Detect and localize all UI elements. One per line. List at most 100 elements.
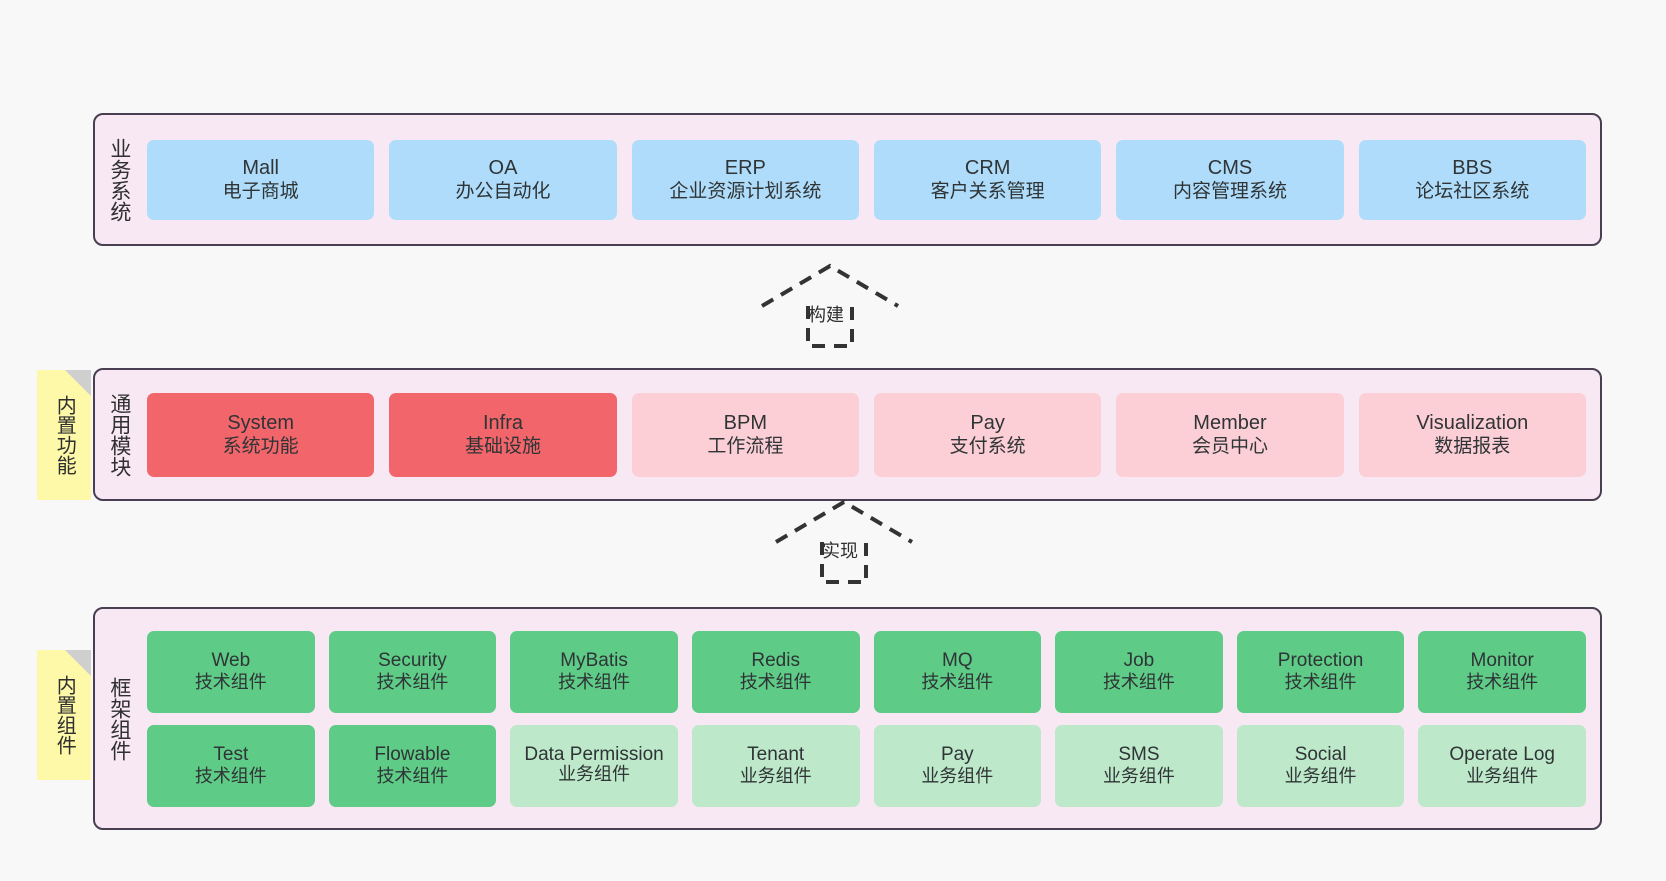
card-subtitle: 论坛社区系统 [1415,181,1530,203]
card-subtitle: 技术组件 [376,766,449,787]
card-bpm[interactable]: BPM 工作流程 [631,392,859,477]
card-pay-component[interactable]: Pay 业务组件 [873,724,1042,807]
card-subtitle: 工作流程 [707,436,784,458]
layer-title-business-systems: 业务系统 [107,137,131,222]
card-subtitle: 客户关系管理 [930,181,1045,203]
card-bbs[interactable]: BBS 论坛社区系统 [1358,139,1586,220]
card-title: Social [1294,743,1347,765]
card-title: Visualization [1416,411,1529,434]
card-row: System 系统功能 Infra 基础设施 BPM 工作流程 Pay 支付系统… [143,392,1600,477]
card-subtitle: 技术组件 [1284,672,1357,693]
card-title: ERP [724,156,766,179]
connector-implement-label: 实现 [822,541,858,561]
card-subtitle: 业务组件 [1102,766,1175,787]
card-title: CMS [1207,156,1253,179]
card-subtitle: 业务组件 [1284,766,1357,787]
card-title: MQ [942,649,973,671]
layer-common-modules[interactable]: 通用模块 System 系统功能 Infra 基础设施 BPM 工作流程 Pay… [93,368,1602,501]
card-security[interactable]: Security 技术组件 [328,630,497,713]
card-infra[interactable]: Infra 基础设施 [389,392,617,477]
card-title: Test [213,743,249,765]
card-subtitle: 会员中心 [1191,436,1268,458]
card-title: SMS [1118,743,1160,765]
card-subtitle: 支付系统 [949,436,1026,458]
card-subtitle: 业务组件 [921,766,994,787]
card-subtitle: 基础设施 [464,436,541,458]
card-title: CRM [964,156,1011,179]
connector-build-label: 构建 [808,305,844,325]
card-protection[interactable]: Protection 技术组件 [1236,630,1405,713]
card-title: Security [378,649,447,671]
card-title: System [227,411,294,434]
card-crm[interactable]: CRM 客户关系管理 [873,139,1102,220]
card-mall[interactable]: Mall 电子商城 [147,139,375,220]
card-subtitle: 技术组件 [739,672,812,693]
card-row: Web 技术组件 Security 技术组件 MyBatis 技术组件 Redi… [143,630,1600,713]
layer-title-framework-components: 框架组件 [107,676,131,761]
card-subtitle: 内容管理系统 [1172,181,1287,203]
card-title: OA [488,156,518,179]
card-tenant[interactable]: Tenant 业务组件 [691,724,860,807]
card-mybatis[interactable]: MyBatis 技术组件 [510,630,678,713]
card-pay-module[interactable]: Pay 支付系统 [873,392,1102,477]
card-subtitle: 系统功能 [222,436,299,458]
card-subtitle: 技术组件 [921,672,994,693]
card-subtitle: 技术组件 [558,672,631,693]
connector-implement-arrow [774,499,914,584]
card-job[interactable]: Job 技术组件 [1055,630,1223,713]
note-builtin-features[interactable]: 内置功能 [37,370,91,500]
card-title: Operate Log [1449,743,1555,765]
card-subtitle: 办公自动化 [455,181,551,203]
card-sms[interactable]: SMS 业务组件 [1055,724,1223,807]
card-row: Test 技术组件 Flowable 技术组件 Data Permission … [143,724,1600,807]
card-redis[interactable]: Redis 技术组件 [691,630,860,713]
card-title: Member [1193,411,1267,434]
card-member[interactable]: Member 会员中心 [1116,392,1344,477]
note-builtin-components[interactable]: 内置组件 [37,650,91,780]
note-label: 内置功能 [53,395,76,475]
layer-body-framework-components: Web 技术组件 Security 技术组件 MyBatis 技术组件 Redi… [143,609,1600,828]
card-title: Redis [751,649,800,671]
card-title: Web [211,649,251,671]
note-label: 内置组件 [53,675,76,755]
card-operate-log[interactable]: Operate Log 业务组件 [1418,724,1586,807]
layer-body-business-systems: Mall 电子商城 OA 办公自动化 ERP 企业资源计划系统 CRM 客户关系… [143,115,1600,244]
card-title: Infra [482,411,523,434]
card-cms[interactable]: CMS 内容管理系统 [1116,139,1344,220]
note-fold-icon [65,370,91,396]
note-fold-icon [65,650,91,676]
card-system[interactable]: System 系统功能 [147,392,375,477]
card-monitor[interactable]: Monitor 技术组件 [1418,630,1586,713]
card-title: BPM [723,411,767,434]
card-row: Mall 电子商城 OA 办公自动化 ERP 企业资源计划系统 CRM 客户关系… [143,139,1600,220]
card-subtitle: 技术组件 [1102,672,1175,693]
card-social[interactable]: Social 业务组件 [1236,724,1405,807]
card-subtitle: 数据报表 [1434,436,1511,458]
card-subtitle: 企业资源计划系统 [669,181,822,203]
layer-business-systems[interactable]: 业务系统 Mall 电子商城 OA 办公自动化 ERP 企业资源计划系统 CRM… [93,113,1602,246]
card-subtitle: 电子商城 [222,181,299,203]
connector-implement: 实现 [766,494,922,584]
card-data-permission[interactable]: Data Permission 业务组件 [510,724,678,807]
card-subtitle: 技术组件 [376,672,449,693]
card-subtitle: 技术组件 [194,766,267,787]
card-web[interactable]: Web 技术组件 [147,630,315,713]
card-title: MyBatis [560,649,628,671]
card-oa[interactable]: OA 办公自动化 [389,139,617,220]
layer-framework-components[interactable]: 框架组件 Web 技术组件 Security 技术组件 MyBatis 技术组件… [93,607,1602,830]
card-erp[interactable]: ERP 企业资源计划系统 [631,139,859,220]
card-visualization[interactable]: Visualization 数据报表 [1358,392,1586,477]
connector-build: 构建 [752,258,908,348]
card-subtitle: 技术组件 [194,672,267,693]
card-title: Tenant [747,743,805,765]
layer-title-common-modules: 通用模块 [107,392,131,477]
card-mq[interactable]: MQ 技术组件 [873,630,1042,713]
card-test[interactable]: Test 技术组件 [147,724,315,807]
card-flowable[interactable]: Flowable 技术组件 [328,724,497,807]
card-subtitle: 业务组件 [1466,766,1539,787]
card-subtitle: 技术组件 [1466,672,1539,693]
card-title: Monitor [1470,649,1534,671]
layer-body-common-modules: System 系统功能 Infra 基础设施 BPM 工作流程 Pay 支付系统… [143,370,1600,499]
card-title: Mall [242,156,279,179]
